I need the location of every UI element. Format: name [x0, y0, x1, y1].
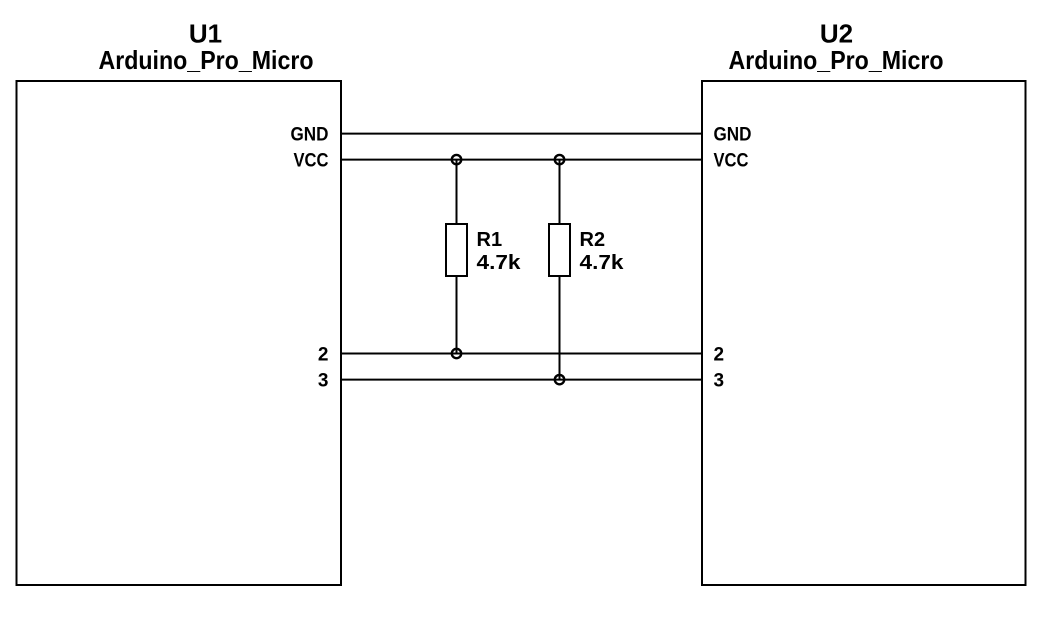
svg-text:2: 2	[318, 344, 329, 365]
svg-text:GND: GND	[714, 124, 752, 145]
svg-text:3: 3	[318, 370, 329, 391]
svg-text:Arduino_Pro_Micro: Arduino_Pro_Micro	[99, 45, 314, 75]
svg-text:U1: U1	[189, 19, 222, 49]
svg-text:VCC: VCC	[294, 150, 329, 171]
svg-text:U2: U2	[820, 19, 853, 49]
svg-text:2: 2	[714, 344, 725, 365]
svg-text:GND: GND	[291, 124, 329, 145]
svg-text:4.7k: 4.7k	[580, 252, 625, 274]
svg-text:Arduino_Pro_Micro: Arduino_Pro_Micro	[729, 45, 944, 75]
svg-text:R1: R1	[477, 229, 503, 251]
svg-text:3: 3	[714, 370, 725, 391]
svg-text:VCC: VCC	[714, 150, 749, 171]
svg-text:4.7k: 4.7k	[477, 252, 522, 274]
svg-text:R2: R2	[580, 229, 606, 251]
